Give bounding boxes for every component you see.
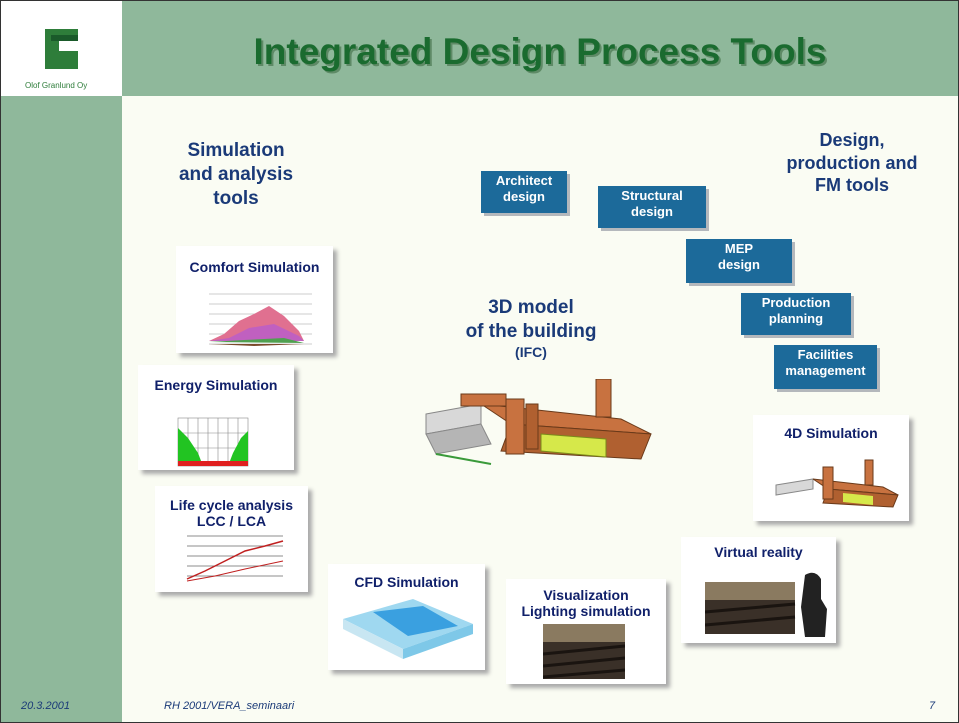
- 4d-model-icon: [775, 459, 899, 508]
- sidebar: [1, 1, 122, 722]
- virtual-reality-card: Virtual reality: [681, 537, 836, 643]
- footer: 20.3.2001 RH 2001/VERA_seminaari 7: [1, 692, 958, 722]
- logo-text: Olof Granlund Oy: [25, 81, 88, 90]
- energy-simulation-card: Energy Simulation: [138, 365, 294, 470]
- footer-date: 20.3.2001: [21, 700, 70, 712]
- page-title: Integrated Design Process Tools: [253, 31, 827, 72]
- footer-reference: RH 2001/VERA_seminaari: [164, 700, 295, 712]
- cfd-image-icon: [343, 599, 473, 659]
- 4d-simulation-card: 4D Simulation: [753, 415, 909, 521]
- visualization-image-icon: [543, 624, 625, 679]
- page-number: 7: [929, 700, 936, 712]
- cfd-simulation-card: CFD Simulation: [328, 564, 485, 670]
- comfort-chart-icon: [209, 293, 312, 346]
- building-model-image: [425, 379, 652, 465]
- vr-image-icon: [705, 572, 827, 637]
- granlund-logo-icon: [45, 29, 78, 69]
- lifecycle-chart-icon: [186, 535, 284, 582]
- energy-chart-icon: [177, 417, 249, 467]
- logo: Olof Granlund Oy: [1, 1, 122, 96]
- comfort-simulation-card: Comfort Simulation: [176, 246, 333, 353]
- header-band: [122, 1, 958, 96]
